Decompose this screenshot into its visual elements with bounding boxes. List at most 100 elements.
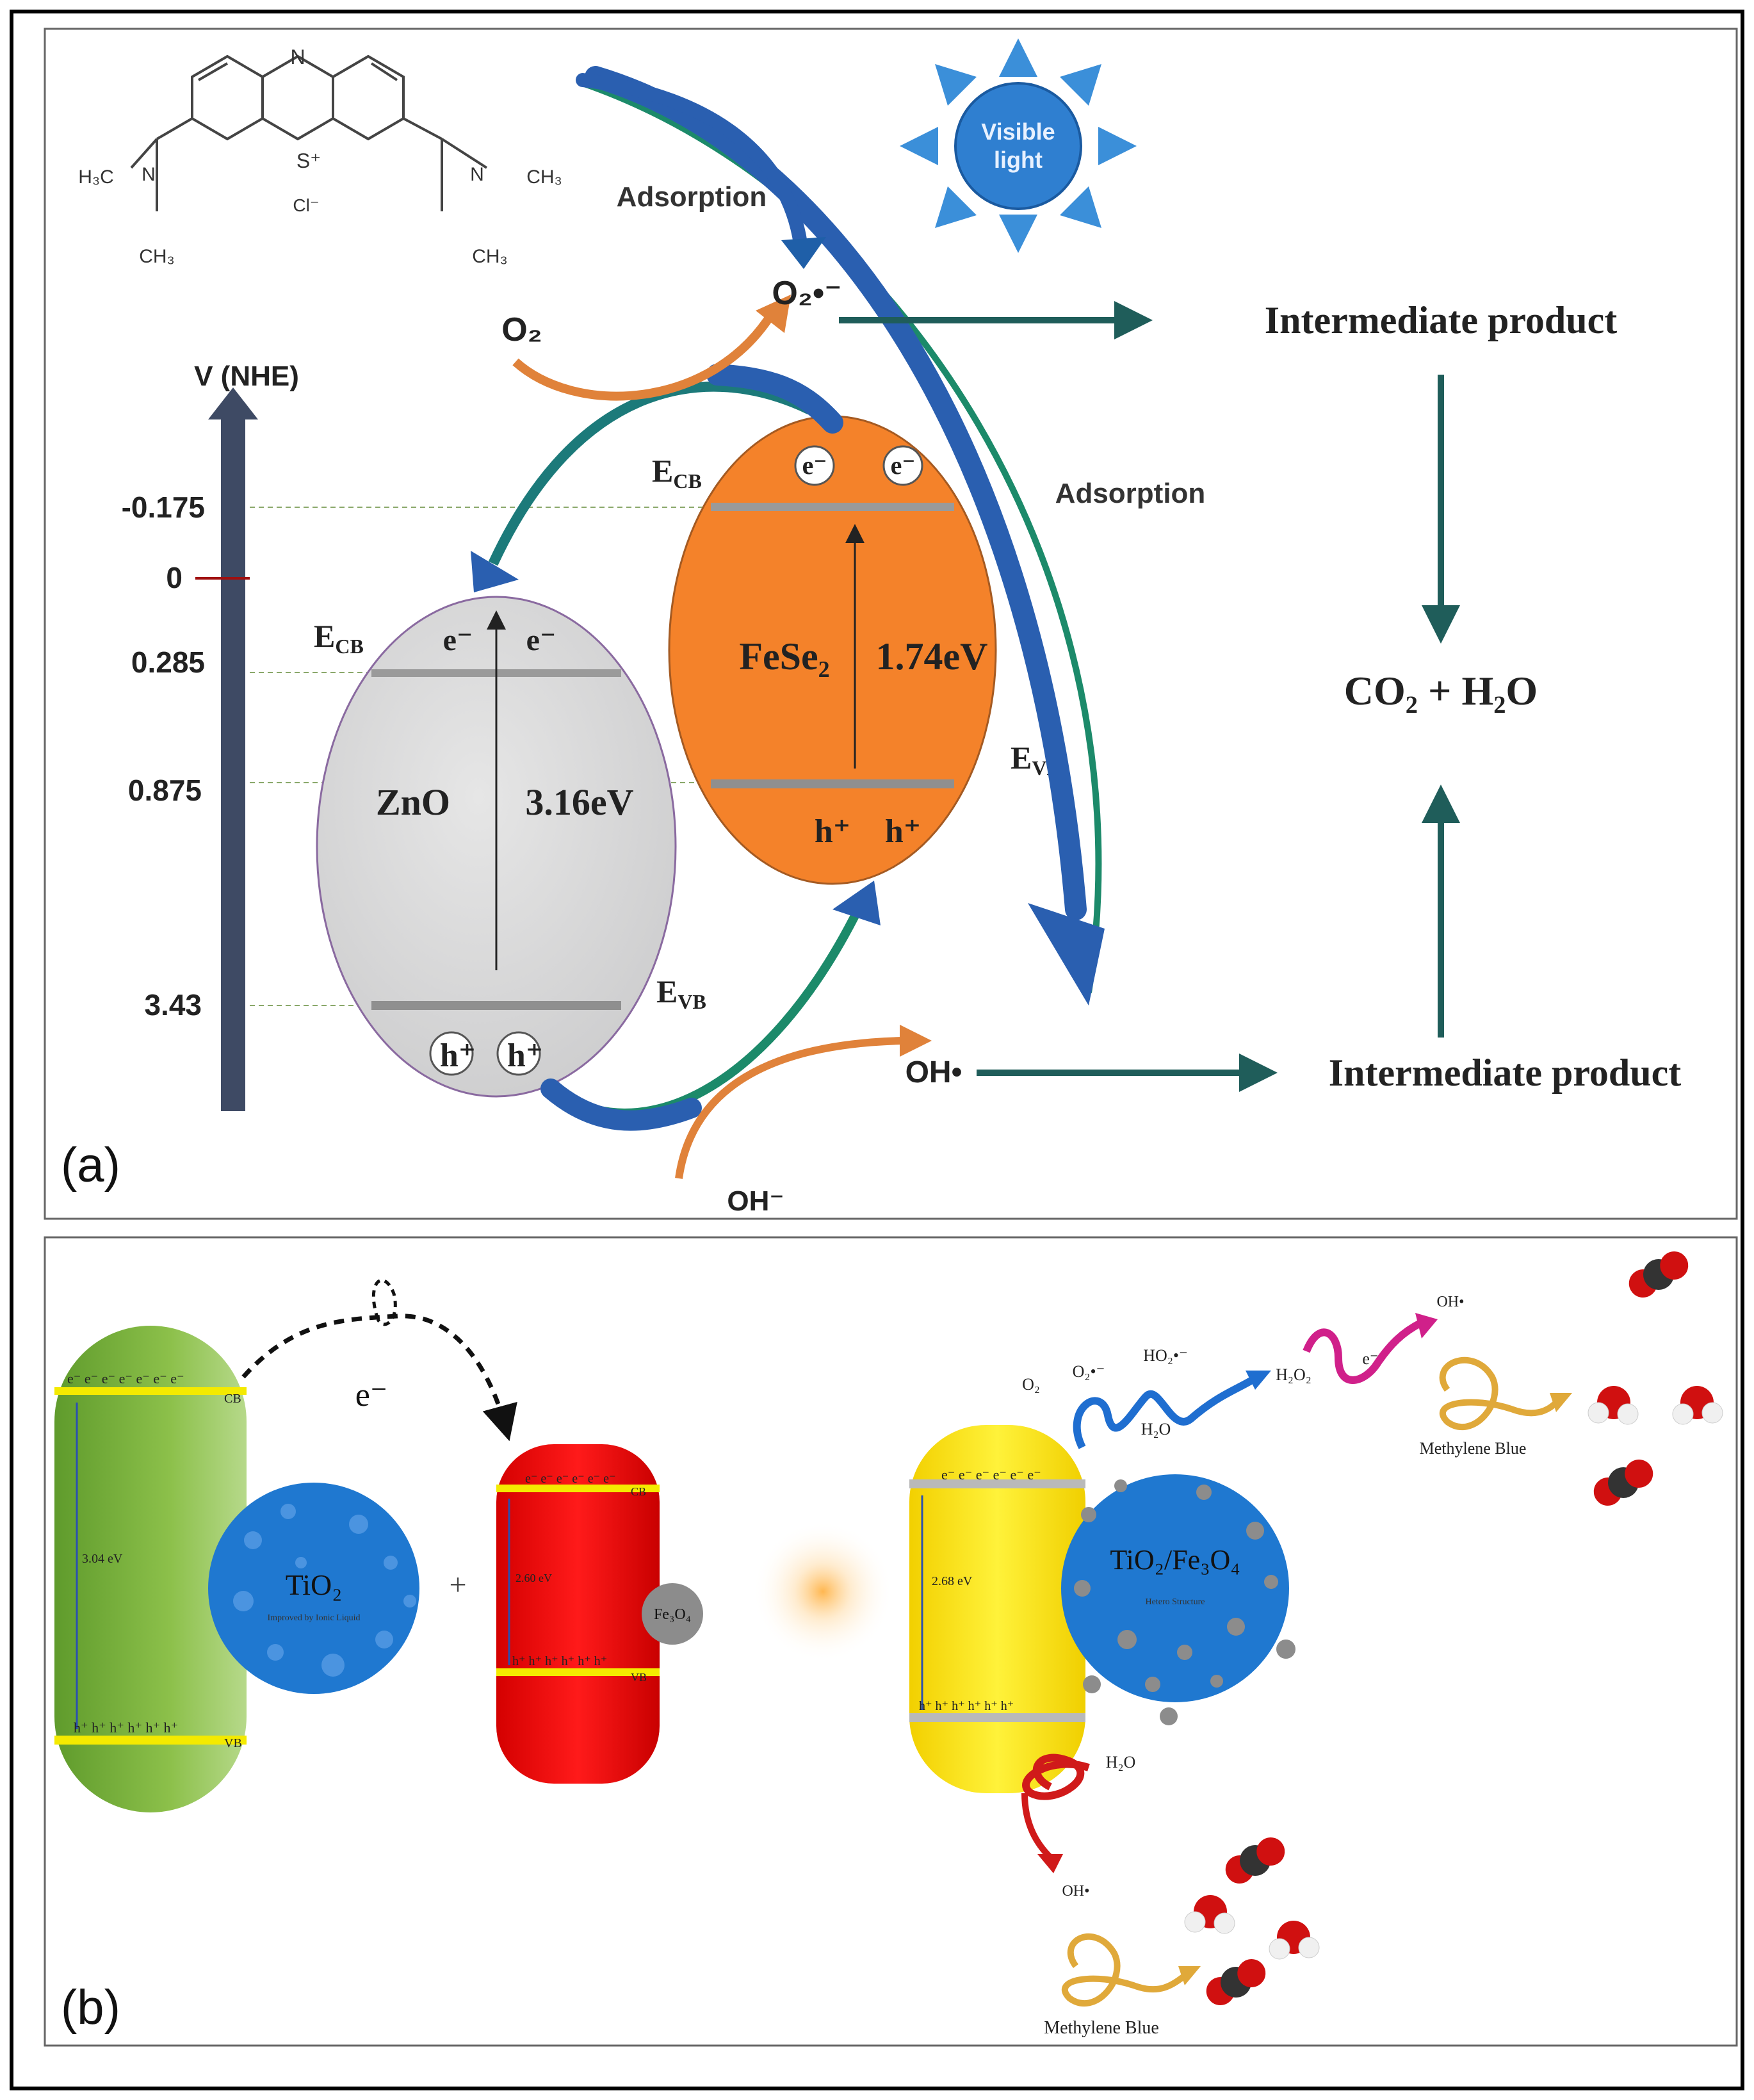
tio2-pores bbox=[233, 1504, 416, 1677]
zno-name: ZnO bbox=[376, 781, 450, 823]
fese2-ecb: ECB bbox=[652, 453, 702, 492]
tio2-particle bbox=[208, 1483, 419, 1694]
structure-right-methyl: CH₃ bbox=[472, 246, 508, 267]
yellow-cb-band bbox=[909, 1479, 1085, 1488]
composite-label: TiO₂/Fe₃O₄ bbox=[1110, 1544, 1240, 1575]
tick-label-5: 3.43 bbox=[144, 988, 202, 1022]
tick-label-3: 0.285 bbox=[131, 646, 205, 679]
orange-swirl-bottom-head bbox=[1178, 1966, 1201, 1985]
red-spiral-head bbox=[1037, 1854, 1063, 1873]
fese2-electron-1: e⁻ bbox=[802, 451, 827, 480]
orange-arrows bbox=[512, 295, 932, 1179]
electron-loop bbox=[371, 1278, 397, 1326]
sun-label-2: light bbox=[994, 147, 1043, 173]
h2o-top: H₂O bbox=[1141, 1420, 1171, 1438]
red-spiral-tail bbox=[1021, 1793, 1053, 1860]
zno-valence-band bbox=[371, 1001, 621, 1010]
yellow-vb-band bbox=[909, 1713, 1085, 1722]
orange-swirl-top bbox=[1439, 1356, 1559, 1430]
yellow-gap: 2.68 eV bbox=[932, 1574, 973, 1588]
potential-axis-head bbox=[208, 387, 258, 419]
red-gap: 2.60 eV bbox=[516, 1572, 552, 1584]
blue-spiral-head bbox=[1246, 1371, 1271, 1390]
fese2-electrons bbox=[794, 445, 923, 486]
zno-gap: 3.16eV bbox=[525, 781, 633, 823]
structure-sulfur: S⁺ bbox=[296, 149, 321, 172]
sun-icon: Visible light bbox=[900, 38, 1137, 253]
o2-radical-small: O₂•⁻ bbox=[1073, 1362, 1105, 1381]
zno-holes bbox=[429, 1031, 541, 1076]
green-cb-label: CB bbox=[224, 1392, 241, 1406]
green-electrons: e⁻ e⁻ e⁻ e⁻ e⁻ e⁻ e⁻ bbox=[67, 1371, 184, 1387]
methylene-blue-structure bbox=[130, 54, 488, 211]
red-cb-label: CB bbox=[631, 1485, 646, 1498]
panel-b-label: (b) bbox=[61, 1980, 120, 2035]
green-vb-band bbox=[54, 1736, 247, 1745]
red-semiconductor bbox=[496, 1444, 660, 1784]
fese2-hole-1: h⁺ bbox=[815, 813, 850, 850]
intermediate-product-2: Intermediate product bbox=[1329, 1052, 1682, 1094]
orange-swirl-top-head bbox=[1550, 1393, 1572, 1412]
structure-left-methyl: CH₃ bbox=[139, 246, 175, 267]
fe3o4-particle bbox=[642, 1583, 703, 1645]
e-small: e⁻ bbox=[1362, 1349, 1378, 1368]
composite-particle bbox=[1061, 1474, 1289, 1702]
adsorption-label-1: Adsorption bbox=[617, 181, 767, 213]
magenta-arrow-head bbox=[1415, 1313, 1438, 1339]
green-cb-band bbox=[54, 1387, 247, 1395]
red-electrons: e⁻ e⁻ e⁻ e⁻ e⁻ e⁻ bbox=[525, 1472, 616, 1486]
molecules-top bbox=[1588, 1251, 1723, 1506]
structure-chloride: Cl⁻ bbox=[293, 195, 319, 215]
tick-label-2: 0 bbox=[166, 561, 183, 594]
structure-left-nitrogen: N bbox=[142, 164, 156, 185]
fese2-electron-2: e⁻ bbox=[891, 451, 916, 480]
zno-electron-1: e⁻ bbox=[443, 623, 473, 657]
structure-right-nitrogen: N bbox=[470, 164, 484, 185]
structure-right-group: CH₃ bbox=[526, 167, 562, 188]
potential-axis-arrow bbox=[221, 416, 245, 1111]
fese2-conduction-band bbox=[711, 503, 954, 511]
yellow-semiconductor bbox=[909, 1425, 1085, 1793]
zno-ecb: ECB bbox=[314, 618, 364, 658]
sun-label-1: Visible bbox=[981, 118, 1055, 145]
green-vb-label: VB bbox=[224, 1736, 242, 1750]
oh-minus-label: OH⁻ bbox=[727, 1185, 784, 1217]
adsorption-label-2: Adsorption bbox=[1055, 478, 1206, 509]
fese2-gap: 1.74eV bbox=[876, 635, 988, 678]
zno-hole-1: h⁺ bbox=[440, 1038, 476, 1074]
blue-spiral-arrow bbox=[1073, 1376, 1255, 1449]
panel-b: e⁻ e⁻ e⁻ e⁻ e⁻ e⁻ e⁻ CB 3.04 eV h⁺ h⁺ h⁺… bbox=[44, 1236, 1738, 2047]
tio2-sublabel: Improved by Ionic Liquid bbox=[267, 1613, 360, 1623]
fese2-valence-band bbox=[711, 779, 954, 788]
molecules-bottom bbox=[1184, 1837, 1320, 2005]
zno-evb: EVB bbox=[656, 973, 706, 1013]
composite-sublabel: Hetero Structure bbox=[1146, 1597, 1205, 1607]
fe3o4-label: Fe₃O₄ bbox=[654, 1606, 691, 1623]
red-vb-label: VB bbox=[631, 1671, 647, 1684]
methylene-blue-top: Methylene Blue bbox=[1420, 1439, 1527, 1458]
h2o-bottom: H₂O bbox=[1106, 1753, 1136, 1771]
o2-label: O₂ bbox=[501, 311, 542, 348]
zno-hole-2: h⁺ bbox=[507, 1038, 543, 1074]
axis-title: V (NHE) bbox=[194, 361, 299, 392]
yellow-electrons: e⁻ e⁻ e⁻ e⁻ e⁻ e⁻ bbox=[941, 1467, 1041, 1483]
red-holes: h⁺ h⁺ h⁺ h⁺ h⁺ h⁺ bbox=[512, 1654, 607, 1668]
magenta-arrow bbox=[1303, 1319, 1424, 1384]
superoxide-label: O₂•⁻ bbox=[772, 275, 841, 312]
structure-left-group: H₃C bbox=[78, 167, 114, 188]
green-gap: 3.04 eV bbox=[82, 1552, 123, 1566]
orange-swirl-bottom bbox=[1061, 1933, 1187, 2006]
green-holes: h⁺ h⁺ h⁺ h⁺ h⁺ h⁺ bbox=[74, 1720, 178, 1736]
fese2-hole-2: h⁺ bbox=[885, 813, 921, 850]
zno-electron-2: e⁻ bbox=[526, 623, 556, 657]
green-semiconductor bbox=[54, 1326, 247, 1812]
oh-bottom: OH• bbox=[1062, 1883, 1089, 1900]
plus-sign: + bbox=[449, 1568, 466, 1602]
oh-top: OH• bbox=[1436, 1294, 1464, 1310]
electron-label: e⁻ bbox=[355, 1377, 388, 1413]
structure-top-nitrogen: N bbox=[290, 45, 305, 69]
red-vb-band bbox=[496, 1668, 660, 1676]
intermediate-product-1: Intermediate product bbox=[1265, 299, 1618, 341]
red-spiral bbox=[1022, 1754, 1090, 1800]
